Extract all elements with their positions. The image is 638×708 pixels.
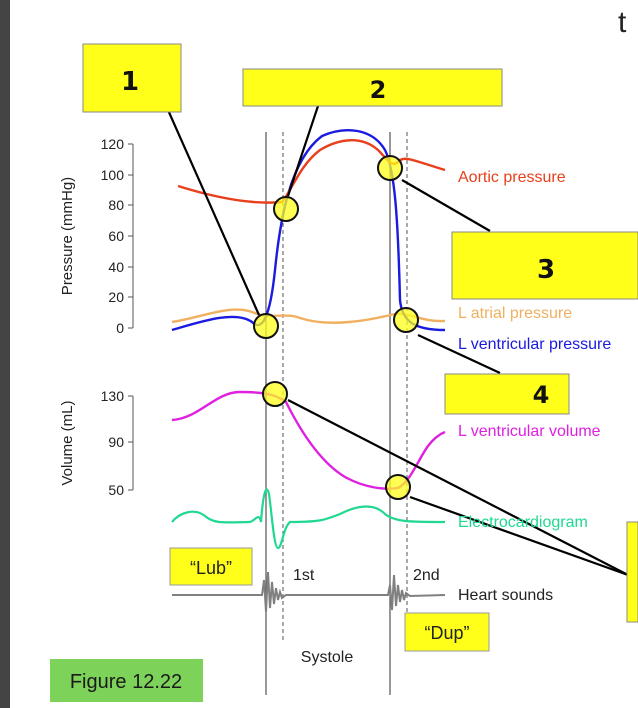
ventricular-pressure-curve [171,129,446,332]
pressure-axis-label: Pressure (mmHg) [59,177,76,295]
highlight-circle [377,155,403,181]
volume-axis-label: Volume (mL) [59,400,76,485]
ecg-curve [171,488,446,550]
dup-label: “Dup” [424,623,469,643]
ecg-label: Electrocardiogram [458,514,588,531]
left-edge-strip [0,0,10,708]
figure-label: Figure 12.22 [70,671,182,693]
corner-char: t [618,6,627,39]
lub-label: “Lub” [190,558,232,578]
callout-connectors [166,105,629,577]
pressure-tick: 0 [116,320,124,336]
systole-label: Systole [301,649,354,666]
figure-label-box [50,659,203,702]
highlight-circle [273,196,299,222]
callout-3-number: 3 [537,255,555,285]
aortic-pressure-label: Aortic pressure [458,169,566,186]
highlight-circle [262,381,288,407]
pressure-tick: 40 [108,259,124,275]
pressure-tick: 120 [101,136,125,152]
pressure-tick: 80 [108,197,124,213]
pressure-tick: 100 [101,167,125,183]
atrial-pressure-label: L atrial pressure [458,305,572,322]
heart-sounds-label: Heart sounds [458,587,553,604]
ventricular-volume-label: L ventricular volume [458,423,601,440]
heart-sounds-trace [172,571,446,613]
callout-3-box [451,231,638,300]
volume-tick: 130 [101,388,125,404]
volume-axis: 130 90 50 Volume (mL) [59,388,134,498]
dup-box [404,612,490,652]
pressure-axis: 120 100 80 60 40 20 0 Pressure (mmHg) [59,136,134,336]
highlight-circle [393,307,419,333]
highlight-circle [385,474,411,500]
volume-tick: 90 [108,434,124,450]
lub-box [169,547,253,586]
callout-5-box-partial [626,521,638,623]
ventricular-volume-curve [171,390,446,490]
first-sound-label: 1st [293,567,315,584]
second-sound-label: 2nd [413,567,440,584]
callout-2-number: 2 [370,76,387,104]
volume-tick: 50 [108,482,124,498]
callout-4-number: 4 [533,381,550,409]
callout-1-number: 1 [121,67,139,97]
aortic-pressure-curve [177,139,446,204]
callout-4-box [444,373,570,415]
callout-1-box [82,43,182,113]
ventricular-pressure-label: L ventricular pressure [458,336,611,353]
callout-2-box [242,68,503,107]
highlight-circle [253,313,279,339]
pressure-tick: 60 [108,228,124,244]
pressure-tick: 20 [108,289,124,305]
